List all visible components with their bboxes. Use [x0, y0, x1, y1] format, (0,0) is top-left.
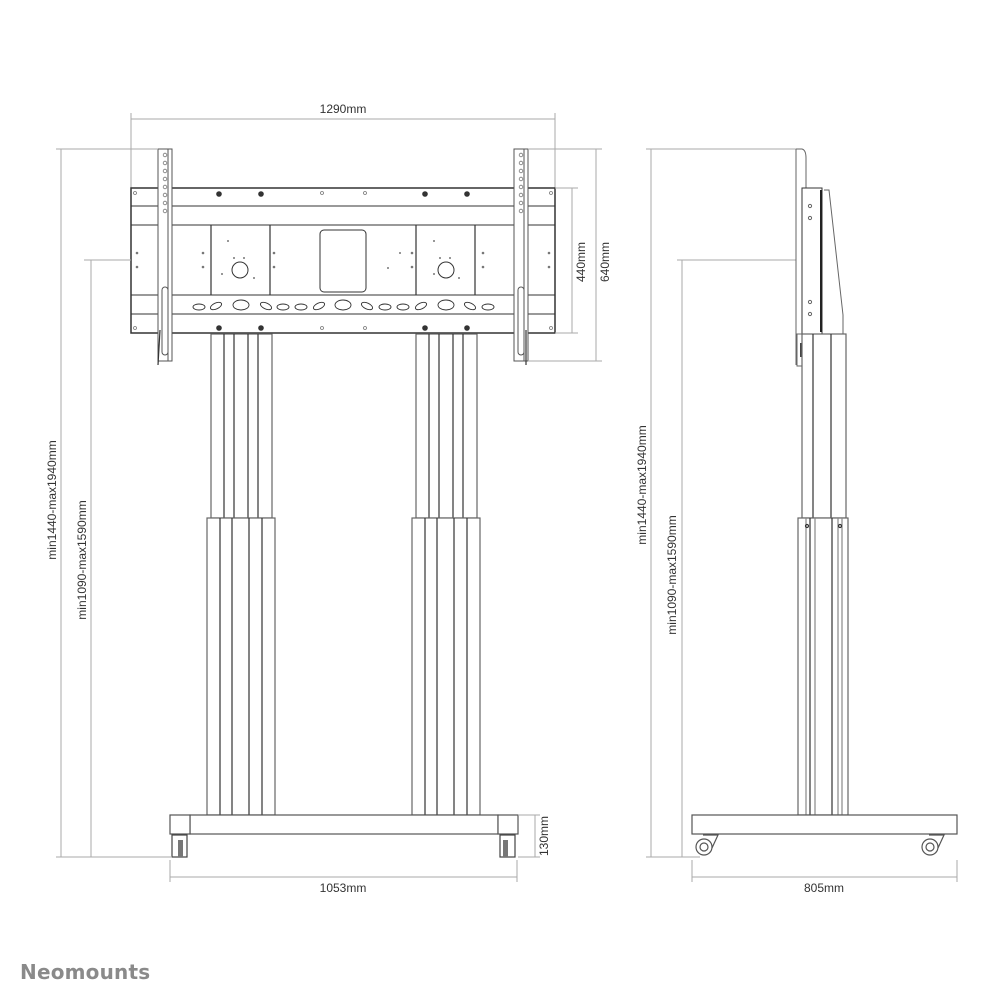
dim-label-base-height: 130mm	[537, 816, 551, 856]
dim-label-side-plate-center: min1090-max1590mm	[665, 515, 679, 634]
side-base	[691, 814, 958, 856]
caster-back	[921, 834, 945, 856]
right-bracket	[513, 148, 529, 365]
dim-label-side-overall-height: min1440-max1940mm	[635, 425, 649, 544]
right-column	[411, 333, 481, 816]
dim-label-plate-height: 440mm	[574, 242, 588, 282]
caster-front	[695, 834, 719, 856]
dim-label-front-overall-height: min1440-max1940mm	[45, 440, 59, 559]
left-bracket	[157, 148, 173, 366]
dim-base-width	[169, 860, 518, 882]
dim-side-heights	[646, 148, 796, 858]
dim-width-1290	[130, 113, 556, 188]
dim-base-depth	[691, 860, 958, 882]
dim-front-heights	[56, 148, 172, 858]
mounting-plate	[130, 187, 556, 334]
side-column	[797, 333, 849, 816]
dim-label-width-top: 1290mm	[320, 102, 367, 116]
left-column	[206, 333, 276, 816]
dim-label-front-plate-center: min1090-max1590mm	[75, 500, 89, 619]
dim-label-bracket-height: 640mm	[598, 242, 612, 282]
dim-plate-heights	[528, 148, 602, 362]
front-view: 1290mm	[45, 102, 612, 895]
front-base	[169, 814, 519, 858]
dim-label-base-width: 1053mm	[320, 881, 367, 895]
side-view: min1440-max1940mm min1090-max1590mm	[635, 148, 958, 895]
dim-base-height	[518, 814, 540, 858]
brand-logo: Neomounts	[20, 960, 151, 984]
dim-label-base-depth: 805mm	[804, 881, 844, 895]
